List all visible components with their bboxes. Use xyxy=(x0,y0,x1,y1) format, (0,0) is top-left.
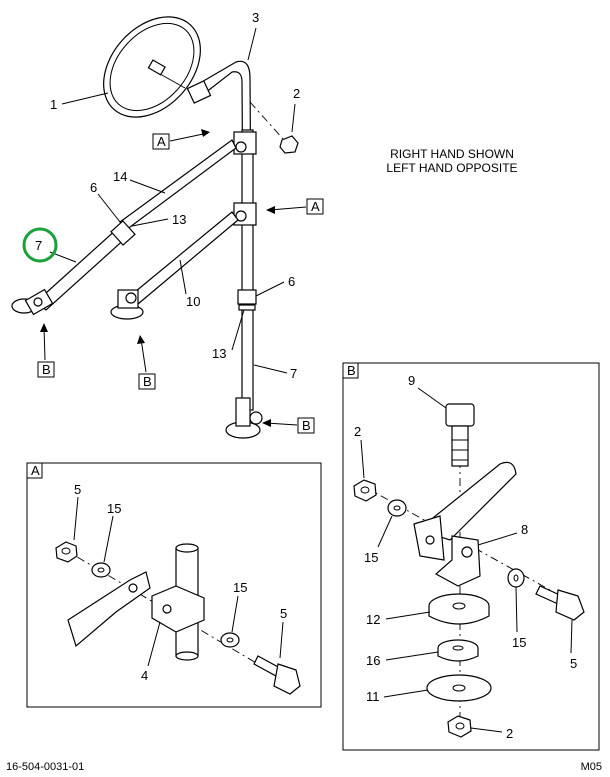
detail-a-washer-left xyxy=(91,562,111,578)
detail-b-bracket xyxy=(434,535,481,587)
detail-b-callout-11: 11 xyxy=(366,689,380,704)
nut xyxy=(249,101,299,154)
detail-a-panel: A xyxy=(26,462,322,708)
detail-a-callout-5-top: 5 xyxy=(74,482,81,497)
detail-a-washer-right xyxy=(220,632,240,648)
svg-text:B: B xyxy=(143,374,152,389)
callout-2: 2 xyxy=(293,86,300,101)
detail-b-callout-8: 8 xyxy=(521,522,528,537)
footer-code: M05 xyxy=(581,761,602,773)
mirror-assembly xyxy=(11,16,299,439)
main-callout-labels: 1 2 3 14 6 13 7 10 6 13 7 xyxy=(35,10,300,381)
detail-a-callout-5-right: 5 xyxy=(280,606,287,621)
main-leaders xyxy=(40,27,307,427)
detail-a-title: A xyxy=(31,463,40,478)
callout-13-right: 13 xyxy=(212,346,226,361)
svg-text:B: B xyxy=(42,362,51,377)
detail-b-bolt xyxy=(445,403,475,467)
detail-a-bolt xyxy=(253,655,301,695)
callout-3: 3 xyxy=(252,10,259,25)
detail-b-washer-left xyxy=(387,499,407,517)
detail-b-callout-9: 9 xyxy=(408,373,415,388)
detail-b-spacer xyxy=(437,639,479,662)
callout-6-left: 6 xyxy=(90,180,97,195)
view-marker-b-middle: B xyxy=(138,373,156,390)
svg-text:B: B xyxy=(302,418,311,433)
footer-diagram-number: 16-504-0031-01 xyxy=(6,761,84,773)
detail-b-title: B xyxy=(347,363,356,378)
detail-a-callout-4: 4 xyxy=(141,668,148,683)
mount-foot-left xyxy=(11,288,54,316)
note-line-1: RIGHT HAND SHOWN xyxy=(390,147,514,161)
svg-text:A: A xyxy=(157,134,166,149)
svg-text:A: A xyxy=(311,199,320,214)
detail-b-callout-15-right: 15 xyxy=(512,635,526,650)
detail-a-nut xyxy=(55,541,78,563)
detail-b-callout-16: 16 xyxy=(366,653,380,668)
mirror-head xyxy=(103,16,201,118)
tube-coupler xyxy=(110,220,136,246)
callout-7-left: 7 xyxy=(35,238,42,253)
detail-b-nut-bottom xyxy=(447,715,472,738)
detail-b-side-bolt xyxy=(535,585,585,621)
mount-foot-bottom xyxy=(225,397,263,439)
callout-10: 10 xyxy=(186,294,200,309)
detail-b-washer-right xyxy=(507,568,525,588)
detail-b-nut-top xyxy=(353,479,377,502)
detail-b-rubber-mount xyxy=(428,593,490,625)
detail-a-callout-15-right: 15 xyxy=(233,580,247,595)
view-marker-b-bottom: B xyxy=(297,417,315,434)
post-coupler xyxy=(237,289,257,305)
post-clamp-nut xyxy=(238,304,256,311)
detail-a-clamp xyxy=(151,585,205,633)
detail-b-brace xyxy=(413,461,517,561)
detail-b-callout-12: 12 xyxy=(366,612,380,627)
callout-7-right: 7 xyxy=(290,366,297,381)
upper-clamp xyxy=(186,80,212,104)
detail-b-callout-5: 5 xyxy=(570,656,577,671)
callout-6-right: 6 xyxy=(288,274,295,289)
callout-1: 1 xyxy=(50,97,57,112)
detail-b-large-washer xyxy=(426,674,492,702)
callout-14: 14 xyxy=(113,169,127,184)
view-marker-b-left: B xyxy=(37,361,55,378)
detail-b-panel: B xyxy=(342,362,600,751)
view-marker-a-right: A xyxy=(306,198,324,215)
detail-a-brace xyxy=(67,571,151,648)
note-line-2: LEFT HAND OPPOSITE xyxy=(386,161,517,175)
mount-foot-middle xyxy=(110,289,144,320)
vertical-post xyxy=(241,129,254,411)
detail-b-callout-2-top: 2 xyxy=(354,424,361,439)
view-marker-a-top: A xyxy=(152,133,170,150)
callout-13-left: 13 xyxy=(172,212,186,227)
detail-b-callout-15-left: 15 xyxy=(364,550,378,565)
detail-b-callout-2-bottom: 2 xyxy=(506,726,513,741)
highlight-circle xyxy=(22,227,58,263)
detail-a-callout-15-left: 15 xyxy=(107,501,121,516)
